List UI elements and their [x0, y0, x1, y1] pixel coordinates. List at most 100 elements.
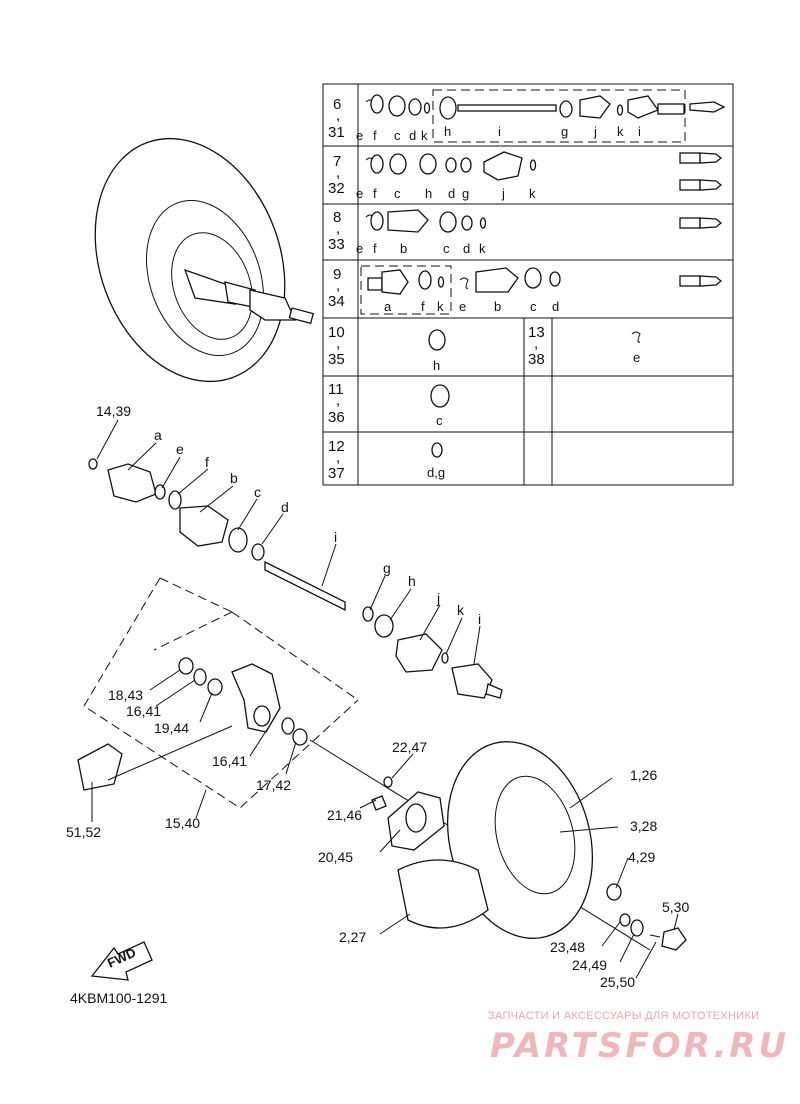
svg-text:,: ,: [336, 220, 340, 237]
diagram-code: 4KBM100-1291: [70, 990, 168, 1006]
row-10-35-parts: h e: [428, 329, 641, 373]
svg-text:k: k: [421, 128, 428, 143]
row-ref-8-33: 8 , 33: [328, 209, 345, 253]
row-ref-10-35: 10 , 35: [328, 324, 345, 368]
svg-text:c: c: [530, 299, 537, 314]
row-ref-13-38: 13 , 38: [528, 324, 545, 368]
callout-25-50: 25,50: [600, 974, 635, 990]
row-ref-12-37: 12 , 37: [328, 438, 345, 482]
svg-text:b: b: [400, 241, 407, 256]
svg-text:31: 31: [328, 124, 345, 141]
svg-text:a: a: [384, 299, 392, 314]
svg-text:6: 6: [333, 96, 341, 113]
watermark-brand: PARTSFOR.RU: [490, 1026, 790, 1066]
row-6-31-parts: e f c d k h i g j k i: [356, 89, 726, 143]
svg-text:f: f: [373, 241, 377, 256]
svg-text:,: ,: [336, 277, 340, 294]
callout-d: d: [281, 499, 289, 515]
callout-i-2: i: [478, 611, 481, 627]
svg-text:37: 37: [328, 465, 345, 482]
svg-text:9: 9: [333, 266, 341, 283]
callout-14-39: 14,39: [96, 403, 131, 419]
callout-e: e: [176, 441, 184, 457]
callout-a: a: [154, 427, 162, 443]
callout-5-30: 5,30: [662, 899, 689, 915]
svg-text:f: f: [373, 128, 377, 143]
row-ref-7-32: 7 , 32: [328, 153, 345, 197]
svg-text:,: ,: [336, 449, 340, 466]
svg-text:35: 35: [328, 351, 345, 368]
svg-text:12: 12: [328, 438, 345, 455]
svg-text:c: c: [443, 241, 450, 256]
svg-text:,: ,: [336, 164, 340, 181]
row-11-36-parts: c: [430, 384, 450, 428]
svg-text:,: ,: [336, 335, 340, 352]
svg-text:b: b: [494, 299, 501, 314]
svg-text:f: f: [373, 186, 377, 201]
svg-text:k: k: [529, 186, 536, 201]
svg-text:h: h: [433, 358, 440, 373]
svg-text:38: 38: [528, 351, 545, 368]
callout-21-46: 21,46: [327, 807, 362, 823]
svg-text:36: 36: [328, 409, 345, 426]
row-ref-11-36: 11 , 36: [328, 381, 345, 426]
callout-f: f: [205, 454, 209, 470]
drive-shaft-exploded: [88, 458, 503, 699]
callout-4-29: 4,29: [628, 849, 655, 865]
svg-text:10: 10: [328, 324, 345, 341]
svg-text:,: ,: [336, 392, 340, 409]
svg-text:j: j: [501, 186, 505, 201]
svg-text:e: e: [633, 350, 640, 365]
svg-text:d: d: [409, 128, 416, 143]
fwd-arrow-icon: FWD: [90, 941, 153, 981]
callout-19-44: 19,44: [154, 720, 189, 736]
svg-text:k: k: [437, 299, 444, 314]
callout-1-26: 1,26: [630, 767, 657, 783]
svg-text:h: h: [444, 124, 451, 139]
callout-h: h: [408, 573, 416, 589]
callout-20-45: 20,45: [318, 849, 353, 865]
callout-g: g: [383, 560, 391, 576]
svg-text:,: ,: [336, 107, 340, 124]
callout-18-43: 18,43: [108, 687, 143, 703]
row-ref-9-34: 9 , 34: [328, 266, 345, 310]
svg-text:8: 8: [333, 209, 341, 226]
svg-text:34: 34: [328, 293, 345, 310]
svg-text:e: e: [356, 128, 363, 143]
row-8-33-parts: e f b c d k: [356, 209, 723, 256]
svg-text:32: 32: [328, 180, 345, 197]
wheel-assembly-overview: [94, 137, 315, 383]
callout-2-27: 2,27: [339, 929, 366, 945]
callout-17-42: 17,42: [256, 777, 291, 793]
svg-text:,: ,: [534, 335, 538, 352]
svg-text:e: e: [356, 186, 363, 201]
callout-leaders: [91, 419, 679, 979]
row-12-37-parts: d,g: [427, 442, 445, 480]
callout-3-28: 3,28: [630, 818, 657, 834]
svg-text:d,g: d,g: [427, 465, 445, 480]
svg-text:7: 7: [333, 153, 341, 170]
callout-16-41-b: 16,41: [212, 753, 247, 769]
row-7-32-parts: e f c h d g j k: [356, 151, 723, 201]
wheel-hub-exploded: [309, 739, 687, 951]
svg-text:d: d: [463, 241, 470, 256]
svg-text:g: g: [561, 124, 568, 139]
svg-text:f: f: [421, 299, 425, 314]
svg-text:c: c: [394, 186, 401, 201]
svg-text:13: 13: [528, 324, 545, 341]
callout-c: c: [254, 484, 261, 500]
svg-text:d: d: [448, 186, 455, 201]
svg-text:k: k: [617, 124, 624, 139]
callout-j: j: [436, 590, 440, 606]
callout-15-40: 15,40: [165, 815, 200, 831]
svg-text:k: k: [479, 241, 486, 256]
kit-table: 6 , 31 7 , 32 8 , 33 9 , 34 10 , 35 13 ,…: [322, 83, 734, 486]
svg-text:i: i: [498, 124, 501, 139]
svg-text:i: i: [638, 124, 641, 139]
svg-text:c: c: [436, 413, 443, 428]
callout-22-47: 22,47: [392, 739, 427, 755]
row-9-34-parts: a f k e b c d: [360, 265, 723, 315]
svg-text:33: 33: [328, 236, 345, 253]
row-ref-6-31: 6 , 31: [328, 96, 345, 141]
